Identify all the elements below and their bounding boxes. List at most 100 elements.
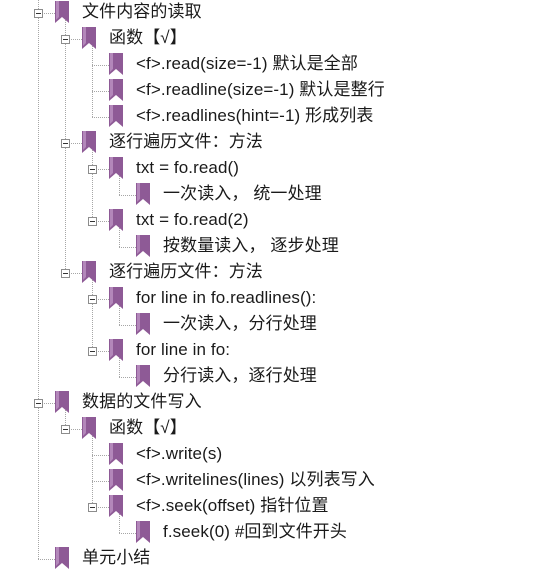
tree-node-label: 分行读入，逐行处理 [163, 366, 317, 385]
bookmark-icon [136, 313, 150, 335]
tree-node-label: f.seek(0) #回到文件开头 [163, 522, 348, 541]
tree-node-label: 按数量读入， 逐步处理 [163, 236, 339, 255]
bookmark-icon [109, 157, 123, 179]
bookmark-icon [109, 339, 123, 361]
tree-node-read-functions[interactable]: 函数【√】 [0, 27, 553, 51]
tree-guide-line [119, 351, 120, 377]
bookmark-icon [55, 1, 69, 23]
tree-node-label: <f>.seek(offset) 指针位置 [136, 496, 329, 515]
tree-node-write-s[interactable]: <f>.write(s) [0, 443, 553, 467]
tree-node-label: 逐行遍历文件：方法 [109, 262, 263, 281]
tree-guide-line [92, 351, 109, 352]
collapse-minus-icon[interactable] [61, 35, 70, 44]
tree-node-label: <f>.writelines(lines) 以列表写入 [136, 470, 375, 489]
tree-guide-line [92, 117, 109, 118]
collapse-minus-icon[interactable] [88, 295, 97, 304]
tree-node-write-functions[interactable]: 函数【√】 [0, 417, 553, 441]
tree-node-read-once[interactable]: 一次读入， 统一处理 [0, 183, 553, 207]
tree-node-label: 一次读入， 统一处理 [163, 184, 322, 203]
collapse-minus-icon[interactable] [88, 165, 97, 174]
tree-node-label: for line in fo: [136, 340, 231, 359]
tree-node-label: <f>.write(s) [136, 444, 223, 463]
bookmark-icon [82, 131, 96, 153]
tree-guide-line [38, 13, 55, 14]
tree-node-label: for line in fo.readlines(): [136, 288, 317, 307]
collapse-minus-icon[interactable] [34, 9, 43, 18]
tree-node-readline-size[interactable]: <f>.readline(size=-1) 默认是整行 [0, 79, 553, 103]
bookmark-icon [55, 547, 69, 569]
bookmark-icon [109, 495, 123, 517]
tree-node-writelines[interactable]: <f>.writelines(lines) 以列表写入 [0, 469, 553, 493]
bookmark-icon [109, 79, 123, 101]
tree-guide-line [119, 195, 136, 196]
tree-node-label: 函数【√】 [109, 28, 187, 47]
tree-node-file-write[interactable]: 数据的文件写入 [0, 391, 553, 415]
tree-node-iterate-method-1[interactable]: 逐行遍历文件：方法 [0, 131, 553, 155]
tree-node-read-by-amount[interactable]: 按数量读入， 逐步处理 [0, 235, 553, 259]
collapse-minus-icon[interactable] [61, 425, 70, 434]
tree-node-for-readlines[interactable]: for line in fo.readlines(): [0, 287, 553, 311]
bookmark-icon [136, 365, 150, 387]
bookmark-icon [136, 183, 150, 205]
tree-node-read-size[interactable]: <f>.read(size=-1) 默认是全部 [0, 53, 553, 77]
tree-guide-line [92, 455, 109, 456]
tree-node-seek-offset[interactable]: <f>.seek(offset) 指针位置 [0, 495, 553, 519]
tree-guide-line [119, 247, 136, 248]
collapse-minus-icon[interactable] [61, 269, 70, 278]
tree-guide-line [92, 429, 93, 507]
tree-node-seek-zero[interactable]: f.seek(0) #回到文件开头 [0, 521, 553, 545]
tree-guide-line [119, 221, 120, 247]
tree-node-for-fo[interactable]: for line in fo: [0, 339, 553, 363]
tree-node-label: 一次读入，分行处理 [163, 314, 317, 333]
bookmark-icon [109, 443, 123, 465]
tree-node-label: txt = fo.read() [136, 158, 240, 177]
tree-guide-line [65, 143, 82, 144]
tree-guide-line [92, 299, 109, 300]
tree-guide-line [92, 39, 93, 117]
collapse-minus-icon[interactable] [88, 217, 97, 226]
tree-node-label: <f>.readline(size=-1) 默认是整行 [136, 80, 385, 99]
tree-guide-line [92, 143, 93, 221]
tree-node-read-by-line[interactable]: 分行读入，逐行处理 [0, 365, 553, 389]
bookmark-icon [109, 209, 123, 231]
tree-guide-line [92, 65, 109, 66]
tree-guide-line [119, 169, 120, 195]
tree-node-unit-summary[interactable]: 单元小结 [0, 547, 553, 571]
tree-node-label: <f>.read(size=-1) 默认是全部 [136, 54, 358, 73]
tree-node-txt-read[interactable]: txt = fo.read() [0, 157, 553, 181]
tree-guide-line [119, 325, 136, 326]
tree-node-label: txt = fo.read(2) [136, 210, 249, 229]
bookmark-icon [109, 53, 123, 75]
collapse-minus-icon[interactable] [88, 503, 97, 512]
tree-guide-line [119, 299, 120, 325]
bookmark-icon [82, 27, 96, 49]
bookmark-icon [136, 235, 150, 257]
tree-node-label: 文件内容的读取 [82, 2, 202, 21]
collapse-minus-icon[interactable] [61, 139, 70, 148]
tree-node-label: 函数【√】 [109, 418, 187, 437]
collapse-minus-icon[interactable] [88, 347, 97, 356]
tree-guide-line [92, 91, 109, 92]
bookmark-icon [82, 261, 96, 283]
tree-node-iterate-method-2[interactable]: 逐行遍历文件：方法 [0, 261, 553, 285]
bookmark-icon [55, 391, 69, 413]
collapse-minus-icon[interactable] [34, 399, 43, 408]
tree-guide-line [38, 0, 39, 559]
tree-guide-line [65, 39, 82, 40]
tree-guide-line [92, 169, 109, 170]
tree-node-txt-read-2[interactable]: txt = fo.read(2) [0, 209, 553, 233]
tree-guide-line [92, 481, 109, 482]
tree-node-readlines-hint[interactable]: <f>.readlines(hint=-1) 形成列表 [0, 105, 553, 129]
bookmark-icon [109, 469, 123, 491]
tree-guide-line [65, 403, 66, 429]
tree-node-label: 数据的文件写入 [82, 392, 202, 411]
tree-guide-line [119, 507, 120, 533]
bookmark-icon [82, 417, 96, 439]
tree-guide-line [38, 403, 55, 404]
bookmark-icon [136, 521, 150, 543]
tree-guide-line [119, 377, 136, 378]
tree-node-file-read[interactable]: 文件内容的读取 [0, 1, 553, 25]
tree-node-read-once-lines[interactable]: 一次读入，分行处理 [0, 313, 553, 337]
tree-guide-line [65, 273, 82, 274]
